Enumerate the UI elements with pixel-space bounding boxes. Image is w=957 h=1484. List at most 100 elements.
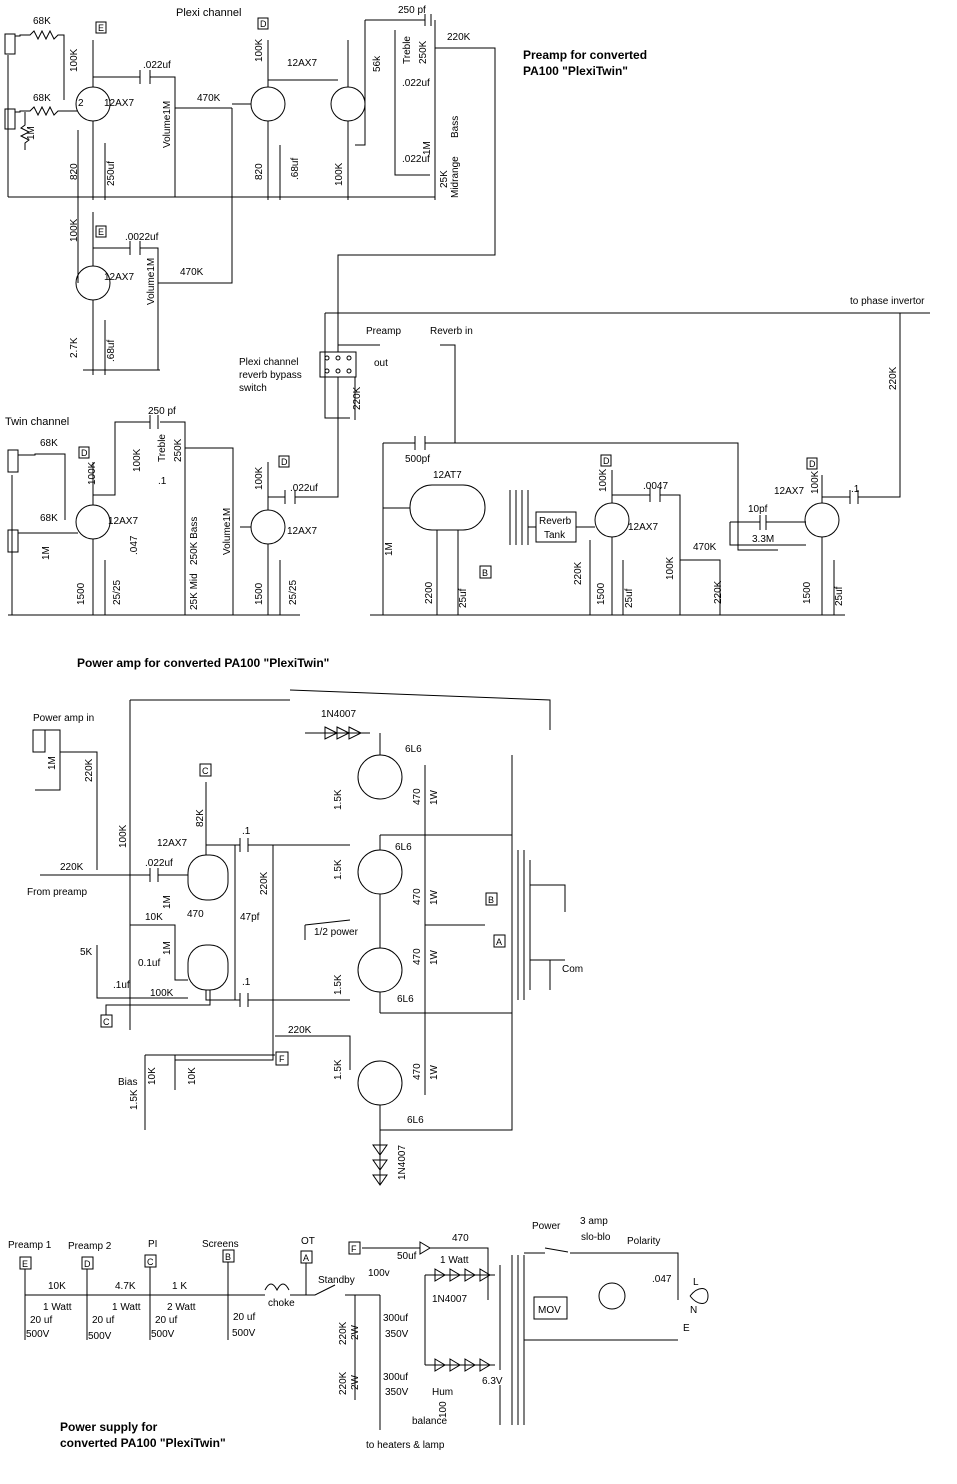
r-220k-plexi-out: 220K [447, 32, 471, 43]
half-power-label: 1/2 power [314, 927, 359, 938]
ps-ot-label: OT [301, 1236, 315, 1247]
c-250pf-plexi-sym [424, 14, 432, 26]
node-a-1 [493, 934, 506, 948]
pi-bottom-wires [96, 924, 188, 999]
line-l: L [693, 1277, 699, 1288]
c-022-pa [149, 868, 159, 882]
node-b-ps-label: B [225, 1252, 231, 1262]
c-500v-b: 500V [88, 1331, 112, 1342]
node-d-2 [600, 454, 612, 467]
pi-plate-a [205, 782, 350, 855]
input-jack-2 [4, 108, 16, 130]
choke-label: choke [268, 1298, 295, 1309]
pilot-lamp [598, 1282, 626, 1310]
node-d-1 [257, 17, 269, 30]
reverb-tank-label-2: Tank [544, 530, 566, 541]
tube-12at7 [409, 484, 486, 531]
r-1w-s2: 1W [429, 889, 440, 905]
r-10k-bias-a: 10K [147, 1067, 158, 1085]
reverb-mix-bus [455, 442, 778, 551]
node-c-2-wire [105, 990, 211, 1015]
half-power-switch[interactable] [304, 919, 351, 940]
c-68uf-v1b: .68uf [106, 340, 117, 362]
reverb-in-label: Reverb in [430, 326, 473, 337]
r-100k-twin-tone: 100K [132, 448, 143, 472]
twin-ground [8, 475, 240, 616]
v1b-wires [77, 130, 106, 375]
r-1500-mixer: 1500 [802, 581, 813, 604]
12at7-wires [383, 507, 459, 615]
c-1-pi-b [239, 993, 249, 1007]
r-470-bias: 470 [452, 1233, 469, 1244]
r-470k-1: 470K [197, 93, 221, 104]
node-b-2-label: B [488, 895, 494, 905]
r-470-s3: 470 [412, 948, 423, 965]
preamp-title-line1: Preamp for converted [523, 48, 647, 62]
c-1-mixer-label: .1 [851, 484, 860, 495]
preamp-label: Preamp [366, 326, 401, 337]
r-100k-v2: 100K [254, 38, 265, 62]
c-50uf: 50uf [397, 1251, 417, 1262]
power-supply-title-line2: converted PA100 "PlexiTwin" [60, 1436, 226, 1450]
choke [264, 1283, 290, 1292]
c-047-polarity: .047 [652, 1274, 672, 1285]
c-25uf-12at7: 25uf [458, 588, 469, 608]
ps-node-drops [24, 1262, 307, 1340]
c-022-tone-b: .022uf [402, 154, 430, 165]
r-1watt-b: 1 Watt [112, 1302, 141, 1313]
c-_1uf: .1uf [113, 980, 130, 991]
plexi-out-wire [337, 47, 496, 345]
heater-6_3v: 6.3V [482, 1376, 503, 1387]
twin-treble-label: Treble [157, 434, 168, 462]
power-supply: Preamp 1 E Preamp 2 D PI C Screens B OT … [8, 1216, 709, 1451]
twin-tone-top [93, 421, 186, 615]
r-68k-twin-a: 68K [40, 438, 58, 449]
node-f-1 [275, 1051, 289, 1066]
switch-wires [337, 344, 380, 420]
c-500v-d: 500V [232, 1328, 256, 1339]
r-470-pi: 470 [187, 909, 204, 920]
reverb-section: to phase invertor Preamp out Reverb in P… [239, 296, 930, 616]
diode-stack-bottom [434, 1358, 491, 1372]
node-d-5 [278, 455, 290, 468]
node-c-1 [199, 763, 212, 777]
r-10k-pi: 10K [145, 912, 163, 923]
r-1500-rec: 1500 [596, 582, 607, 605]
volume-pot-1-label: Volume1M [162, 101, 173, 148]
mains-wires[interactable] [524, 1247, 679, 1341]
node-c-2-label: C [103, 1017, 110, 1027]
preamp-title-line2: PA100 "PlexiTwin" [523, 64, 628, 78]
node-e-2 [95, 225, 107, 238]
tube-pi-b [187, 944, 229, 991]
tube-6l6-1 [357, 754, 403, 800]
r-1_5k-g2: 1.5K [333, 859, 344, 880]
r-1_5k-g3: 1.5K [333, 974, 344, 995]
r-1w-s1: 1W [429, 789, 440, 805]
fuse-label-1: 3 amp [580, 1216, 608, 1227]
twin-volume-label: Volume1M [222, 508, 233, 555]
reverb-in-wire [425, 344, 456, 444]
r-220k-ps-b: 220K [338, 1371, 349, 1395]
node-d-4-label: D [81, 448, 88, 458]
diode-top-label: 1N4007 [321, 709, 356, 720]
c-25-25-twin: 25/25 [112, 580, 123, 605]
ot-secondary [530, 884, 566, 990]
r-2200: 2200 [424, 581, 435, 604]
twin-mid-label: 25K Mid [189, 573, 200, 610]
power-amp-in-label: Power amp in [33, 713, 94, 724]
ps-preamp1-label: Preamp 1 [8, 1240, 52, 1251]
diode-bottom-label: 1N4007 [397, 1145, 408, 1180]
standby-label[interactable]: Standby [318, 1275, 355, 1286]
diode-stack-top [434, 1268, 491, 1282]
switch-contact-4 [324, 368, 330, 374]
r-100k-nfb: 100K [150, 988, 174, 999]
r-820-v2: 820 [254, 163, 265, 180]
switch-contact-5 [335, 368, 341, 374]
c-1-twin: .1 [158, 476, 167, 487]
tube-pi-label: 12AX7 [157, 838, 187, 849]
tube-twin-v2-label: 12AX7 [287, 526, 317, 537]
r-82k: 82K [195, 809, 206, 827]
r-4_7k-ps: 4.7K [115, 1281, 136, 1292]
r-100k-v1b: 100K [69, 218, 80, 242]
